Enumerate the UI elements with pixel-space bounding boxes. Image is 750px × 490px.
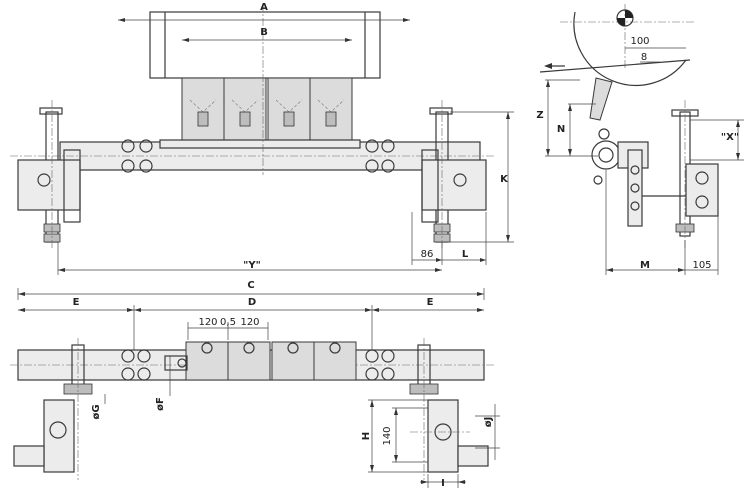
label-X: "X" [721,132,739,143]
dimension-Z: Z [536,79,598,157]
belt-direction-arrow-icon [544,63,552,69]
left-mount-bracket [13,338,93,480]
label-C: C [247,280,254,291]
dim-140: 140 [382,426,393,445]
dim-105: 105 [692,260,711,271]
side-view: 100 8 Z [536,4,744,275]
label-G: øG [91,404,102,419]
label-K: K [500,174,509,185]
label-N: N [557,124,565,135]
top-view-clamps [121,349,395,381]
right-tensioner [421,100,487,250]
seg-width-1: 120 [198,317,217,328]
label-H: H [361,432,372,440]
label-E-right: E [427,297,434,308]
left-bearing-housing [17,159,81,211]
dimension-Y: "Y" [57,242,442,275]
dimension-I: I [420,474,466,489]
seg-width-2: 120 [240,317,259,328]
dimension-B: B [182,27,352,42]
dim-86: 86 [421,249,434,260]
label-B: B [260,27,268,38]
label-D: D [248,297,256,308]
label-F: øF [155,397,166,411]
right-mount-bracket [409,338,489,480]
label-E-left: E [73,297,80,308]
blade-segments [181,77,353,145]
seg-gap: 0,5 [220,317,236,328]
label-A: A [260,2,268,13]
top-view: C E D E 120 0,5 120 [10,280,500,489]
dimension-A: A [118,2,410,22]
dimension-M-105: M 105 [605,170,719,275]
dimension-X: "X" [690,119,744,161]
pulley-outline [573,11,687,87]
dimension-K: K [450,111,514,243]
top-view-blades [164,341,357,381]
front-view: A B K 86 L [10,2,514,275]
dimension-E-D-E: E D E [18,297,484,350]
label-L: L [462,249,469,260]
right-bearing-housing [421,159,487,211]
label-Z: Z [536,110,543,121]
dim-8: 8 [641,52,647,63]
left-tensioner [17,100,81,250]
dimension-segments: 120 0,5 120 [187,317,269,340]
label-J: øJ [483,417,494,428]
dimension-J: øJ [475,404,500,460]
dimension-C: C [17,280,485,300]
dim-100: 100 [630,36,649,47]
dimension-N: N [557,103,596,156]
dimension-86-L: 86 L [411,212,487,265]
dimension-H-140: H 140 [361,399,428,473]
conveyor-frame [149,11,381,79]
label-I: I [441,478,445,489]
tube-clamps [121,139,395,173]
label-Y: "Y" [243,260,261,271]
label-M: M [640,260,650,271]
